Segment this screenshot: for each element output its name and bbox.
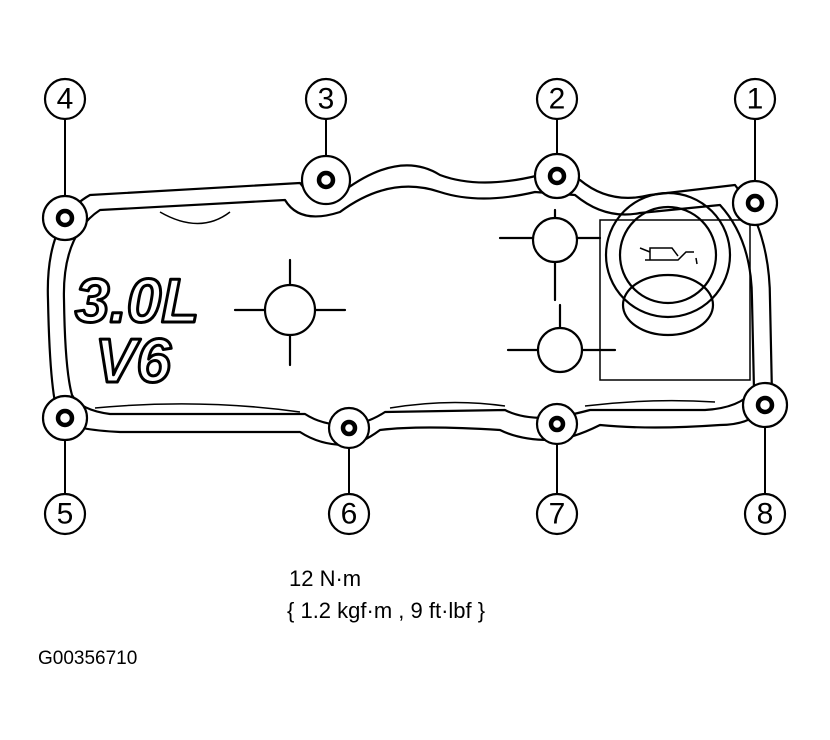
cross-boss-lower-right [506, 303, 617, 374]
bolt-3 [300, 154, 352, 206]
svg-text:7: 7 [549, 498, 566, 531]
svg-text:6: 6 [341, 498, 358, 531]
callout-2: 2 [535, 77, 579, 121]
bolt-7 [535, 402, 579, 446]
engine-badge: 3.0L V6 [74, 266, 201, 398]
callout-4: 4 [43, 77, 87, 121]
cross-boss-left [233, 258, 347, 367]
badge-configuration: V6 [95, 327, 171, 396]
bolt-8 [741, 381, 789, 429]
callout-1: 1 [733, 77, 777, 121]
cross-boss-upper-right [498, 208, 602, 302]
bolt-1 [731, 179, 779, 227]
oil-filler-cap [599, 191, 751, 381]
callout-3: 3 [304, 77, 348, 121]
svg-text:1: 1 [747, 83, 764, 116]
bolt-4 [41, 194, 89, 242]
svg-text:2: 2 [549, 83, 566, 116]
torque-conversion: { 1.2 kgf·m , 9 ft·lbf } [287, 598, 486, 623]
leader-lines [64, 118, 766, 494]
badge-displacement: 3.0L [75, 267, 199, 336]
bolt-2 [533, 152, 581, 200]
callout-6: 6 [327, 492, 371, 536]
svg-text:8: 8 [757, 498, 774, 531]
figure-code: G00356710 [38, 648, 138, 669]
torque-spec: 12 N·m [289, 566, 362, 591]
callout-8: 8 [743, 492, 787, 536]
svg-text:4: 4 [57, 83, 74, 116]
bolt-6 [327, 406, 371, 450]
bolt-5 [41, 394, 89, 442]
svg-text:5: 5 [57, 498, 74, 531]
callout-7: 7 [535, 492, 579, 536]
callout-5: 5 [43, 492, 87, 536]
svg-text:3: 3 [318, 83, 335, 116]
oil-can-icon [639, 247, 698, 265]
